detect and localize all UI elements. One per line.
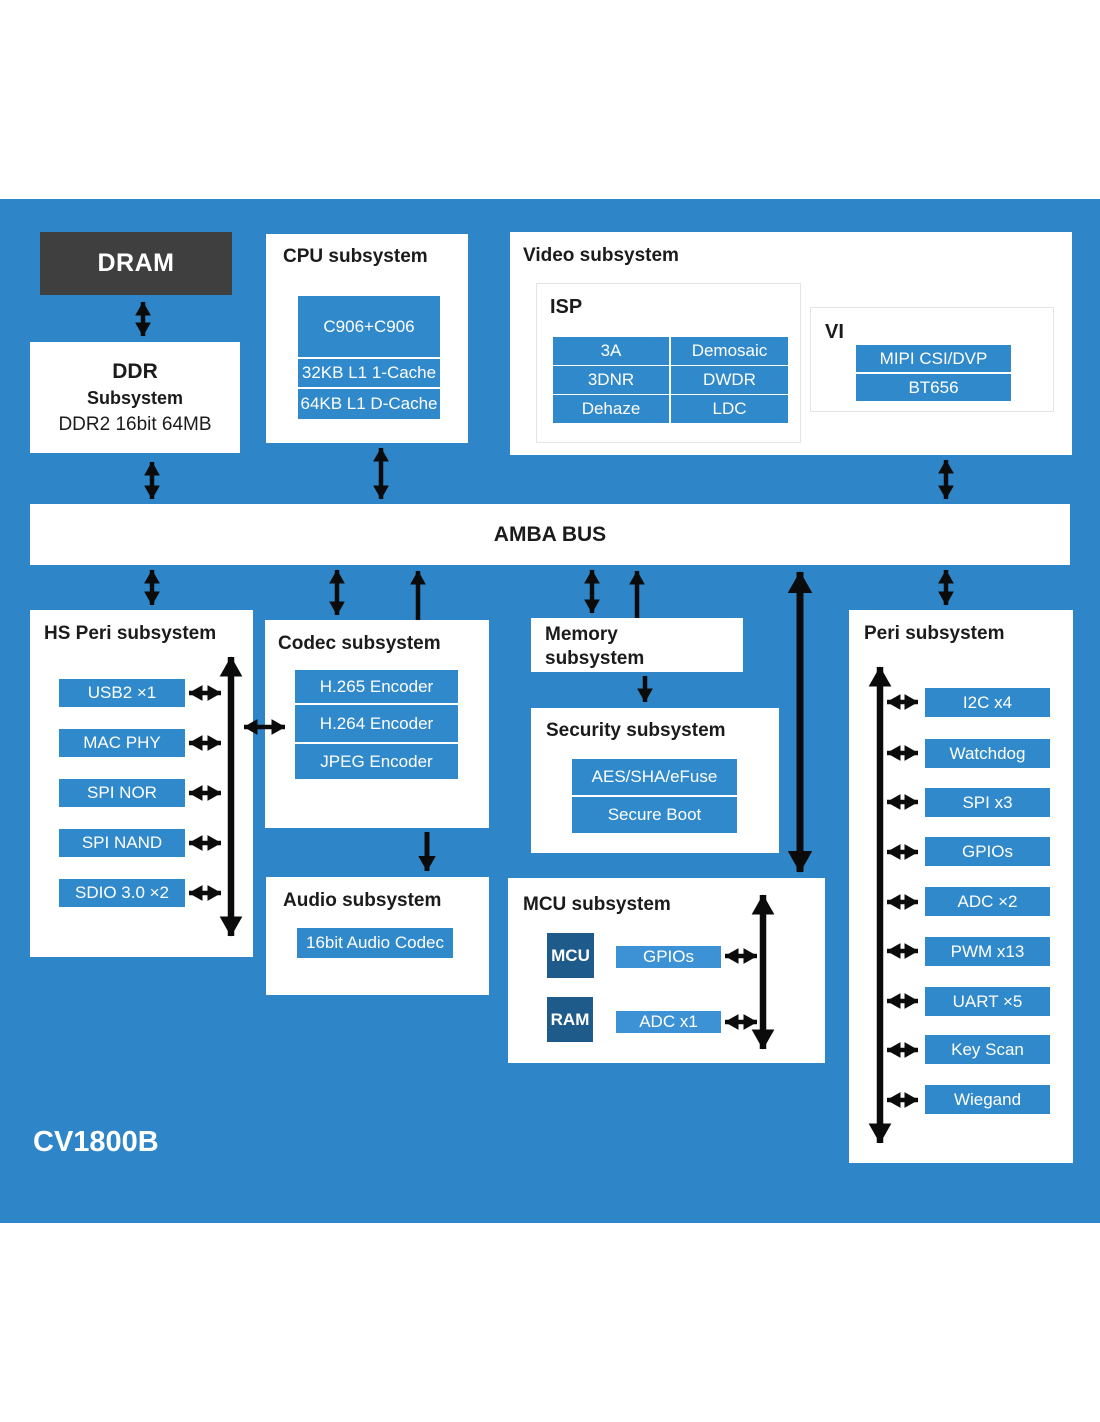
audio-subsystem-block: Audio subsystem 16bit Audio Codec [266,877,489,995]
peri-item-bar: GPIOs [925,837,1050,866]
cpu-subsystem-title: CPU subsystem [283,246,428,267]
security-subsystem-block: Security subsystem AES/SHA/eFuse Secure … [531,708,779,853]
memory-subsystem-block: Memory subsystem [531,618,743,672]
ddr-subtitle: Subsystem [86,387,184,408]
peri-subsystem-block: Peri subsystem I2C x4 Watchdog SPI x3 GP… [849,610,1073,1163]
ddr-subsystem-block: DDR Subsystem DDR2 16bit 64MB [30,342,240,453]
peri-item-bar: Key Scan [925,1035,1050,1064]
isp-cell: LDC [671,395,788,423]
peri-item-bar: ADC ×2 [925,887,1050,916]
hs-peri-item-bar: SPI NOR [59,779,185,807]
isp-cell: DWDR [671,366,788,394]
isp-cell: 3A [553,337,669,365]
amba-bus-label: AMBA BUS [493,522,607,546]
mcu-gpio-bar: GPIOs [616,946,721,968]
isp-block: ISP 3A Demosaic 3DNR DWDR Dehaze LDC [536,283,801,443]
hs-peri-item-bar: SDIO 3.0 ×2 [59,879,185,907]
ddr-spec: DDR2 16bit 64MB [58,413,212,435]
audio-codec-bar: 16bit Audio Codec [297,928,453,958]
hs-peri-item-bar: MAC PHY [59,729,185,757]
peri-item-bar: UART ×5 [925,987,1050,1016]
codec-item-bar: H.265 Encoder [295,670,458,703]
video-subsystem-title: Video subsystem [523,245,679,266]
dram-block: DRAM [40,232,232,295]
hs-peri-item-bar: SPI NAND [59,829,185,857]
vi-title: VI [825,321,844,343]
hs-peri-subsystem-block: HS Peri subsystem USB2 ×1 MAC PHY SPI NO… [30,610,253,957]
cpu-icache-bar: 32KB L1 1-Cache [298,359,440,387]
security-title: Security subsystem [546,720,726,741]
hs-peri-title: HS Peri subsystem [44,623,217,644]
vi-item-bar: MIPI CSI/DVP [856,345,1011,372]
mcu-core-block: MCU [547,933,594,978]
cpu-subsystem-block: CPU subsystem C906+C906 32KB L1 1-Cache … [266,234,468,443]
hs-peri-item-bar: USB2 ×1 [59,679,185,707]
isp-cell: 3DNR [553,366,669,394]
mcu-adc-bar: ADC x1 [616,1011,721,1033]
amba-bus-block: AMBA BUS [30,504,1070,565]
peri-item-bar: Watchdog [925,739,1050,768]
peri-item-bar: Wiegand [925,1085,1050,1114]
mcu-ram-block: RAM [547,997,593,1042]
codec-item-bar: JPEG Encoder [295,744,458,779]
memory-title: Memory subsystem [545,624,645,669]
codec-title: Codec subsystem [278,633,441,654]
dram-label: DRAM [97,249,175,277]
isp-cell: Dehaze [553,395,669,423]
isp-cell: Demosaic [671,337,788,365]
cpu-cores-bar: C906+C906 [298,296,440,357]
vi-block: VI MIPI CSI/DVP BT656 [810,307,1054,412]
codec-subsystem-block: Codec subsystem H.265 Encoder H.264 Enco… [265,620,489,828]
audio-title: Audio subsystem [283,890,442,911]
security-item-bar: AES/SHA/eFuse [572,759,737,795]
isp-feature-grid: 3A Demosaic 3DNR DWDR Dehaze LDC [553,337,788,423]
codec-item-bar: H.264 Encoder [295,705,458,742]
mcu-subsystem-block: MCU subsystem MCU RAM GPIOs ADC x1 [508,878,825,1063]
mcu-title: MCU subsystem [523,894,671,915]
chip-name-label: CV1800B [33,1126,159,1158]
video-subsystem-block: Video subsystem ISP 3A Demosaic 3DNR DWD… [510,232,1072,455]
isp-title: ISP [550,296,583,318]
peri-item-bar: I2C x4 [925,688,1050,717]
vi-item-bar: BT656 [856,374,1011,401]
cpu-dcache-bar: 64KB L1 D-Cache [298,389,440,419]
peri-item-bar: PWM x13 [925,937,1050,966]
security-item-bar: Secure Boot [572,797,737,833]
peri-item-bar: SPI x3 [925,788,1050,817]
ddr-title: DDR [112,359,158,383]
peri-title: Peri subsystem [864,623,1005,644]
